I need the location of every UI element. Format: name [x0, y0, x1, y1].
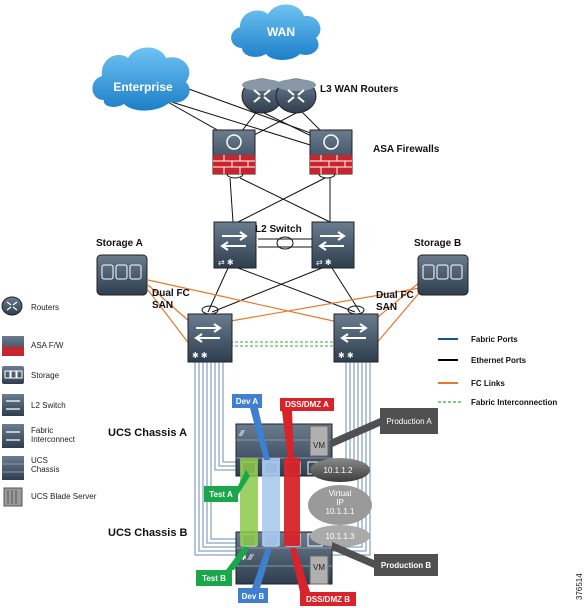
- fabric-interconnect-a: ✱ ✱: [187, 313, 233, 363]
- asa-firewall-1: [212, 129, 256, 175]
- ip-a-label: 10.1.1.2: [324, 466, 353, 475]
- test-a-callout: Test A: [204, 470, 250, 502]
- legend-ucs-label2: Chassis: [31, 465, 59, 474]
- l2-switch-label: L2 Switch: [255, 224, 302, 235]
- enterprise-label: Enterprise: [113, 80, 173, 94]
- legend-ucs-chassis-icon: [2, 456, 24, 480]
- legend-l2-label: L2 Switch: [31, 401, 66, 410]
- test-b-label: Test B: [202, 574, 226, 583]
- svg-text:⁄⁄⁄: ⁄⁄⁄: [238, 429, 246, 438]
- legend-ucs-label: UCS: [31, 456, 48, 465]
- production-b-callout: Production B: [332, 542, 438, 576]
- legend-fabric-label2: Interconnect: [31, 435, 76, 444]
- legend-asa-label: ASA F/W: [31, 341, 64, 350]
- legend-fabric-interconnect-icon: [2, 424, 24, 448]
- production-b-label: Production B: [381, 561, 431, 570]
- ethernet-links: [149, 74, 361, 313]
- production-a-label: Production A: [386, 417, 432, 426]
- enterprise-cloud: Enterprise: [92, 47, 190, 111]
- legend-firewall-icon: [2, 336, 24, 356]
- legend-storage-label: Storage: [31, 371, 60, 380]
- dual-fc-san-right-line2: SAN: [376, 302, 397, 313]
- test-tenant-strip: [240, 458, 258, 546]
- router-1: [241, 78, 283, 114]
- port-channel-icon: [276, 236, 294, 250]
- storage-a-label: Storage A: [96, 238, 143, 249]
- dev-b-label: Dev B: [242, 592, 265, 601]
- legend-right: Fabric Ports Ethernet Ports FC Links Fab…: [438, 335, 557, 407]
- dual-fc-san-left-line2: SAN: [152, 300, 173, 311]
- wan-cloud: WAN: [231, 4, 321, 60]
- figure-id: 376514: [575, 573, 584, 600]
- legend-fc-label: FC Links: [471, 379, 505, 388]
- test-b-callout: Test B: [196, 546, 250, 586]
- fabric-interconnect-b: ✱ ✱: [333, 313, 379, 363]
- virtual-ip-value: 10.1.1.1: [326, 507, 355, 516]
- storage-b: [417, 254, 469, 296]
- dss-dmz-a-label: DSS/DMZ A: [285, 400, 329, 409]
- svg-text:⇄ ✱: ⇄ ✱: [316, 258, 332, 267]
- legend-storage-icon: [2, 366, 24, 384]
- storage-b-label: Storage B: [414, 238, 461, 249]
- wan-label: WAN: [267, 25, 295, 39]
- legend-router-icon: [1, 296, 23, 316]
- legend-fabric-ports-label: Fabric Ports: [471, 335, 518, 344]
- virtual-ip-ellipse: [308, 485, 372, 525]
- vm-bottom-label: VM: [313, 563, 325, 572]
- legend-ethernet-label: Ethernet Ports: [471, 356, 527, 365]
- vm-bottom-box: [309, 555, 329, 585]
- legend-l2-switch-icon: [2, 394, 24, 416]
- legend-blade-server-icon: [3, 487, 23, 507]
- router-2: [275, 78, 317, 114]
- dev-a-label: Dev A: [236, 397, 259, 406]
- fc-links: [147, 279, 421, 346]
- ucs-chassis-a-label: UCS Chassis A: [108, 427, 187, 439]
- test-a-label: Test A: [209, 490, 233, 499]
- l2-switch-1: ⇄ ✱: [213, 221, 257, 269]
- virtual-label: Virtual: [329, 489, 352, 498]
- vm-top-box: [309, 425, 329, 457]
- production-a-callout: Production A: [330, 408, 438, 448]
- legend-blade-label: UCS Blade Server: [31, 492, 97, 501]
- dss-dmz-a-callout: DSS/DMZ A: [280, 398, 334, 460]
- svg-text:✱ ✱: ✱ ✱: [192, 351, 208, 360]
- svg-text:✱ ⁄⁄⁄: ✱ ⁄⁄⁄: [240, 553, 255, 562]
- vm-top-label: VM: [313, 441, 325, 450]
- ucs-chassis-b-label: UCS Chassis B: [108, 527, 188, 539]
- svg-text:✱ ✱: ✱ ✱: [338, 351, 354, 360]
- dual-fc-san-left-line1: Dual FC: [152, 288, 190, 299]
- dev-b-callout: Dev B: [238, 548, 272, 603]
- dual-fc-san-right-line1: Dual FC: [376, 290, 414, 301]
- asa-firewalls-label: ASA Firewalls: [373, 144, 440, 155]
- l3-routers-label: L3 WAN Routers: [320, 84, 399, 95]
- ip-a-ellipse: [310, 458, 370, 482]
- legend-left: Routers ASA F/W Storage L2 Switch Fabric…: [1, 296, 97, 507]
- dev-tenant-strip: [262, 458, 280, 546]
- ip-word-label: IP: [336, 498, 344, 507]
- ip-b-ellipse: [310, 525, 370, 547]
- asa-firewall-2: [309, 129, 353, 175]
- dss-tenant-strip: [284, 458, 300, 546]
- storage-a: [96, 254, 148, 296]
- svg-text:⇄ ✱: ⇄ ✱: [218, 258, 234, 267]
- l2-switch-2: ⇄ ✱: [311, 221, 355, 269]
- legend-fabric-interconnection-label: Fabric Interconnection: [471, 398, 557, 407]
- legend-fabric-label: Fabric: [31, 426, 53, 435]
- dev-a-callout: Dev A: [232, 394, 270, 460]
- dss-dmz-b-label: DSS/DMZ B: [306, 595, 350, 604]
- ip-b-label: 10.1.1.3: [326, 532, 355, 541]
- legend-routers-label: Routers: [31, 303, 59, 312]
- dss-dmz-b-callout: DSS/DMZ B: [290, 548, 356, 606]
